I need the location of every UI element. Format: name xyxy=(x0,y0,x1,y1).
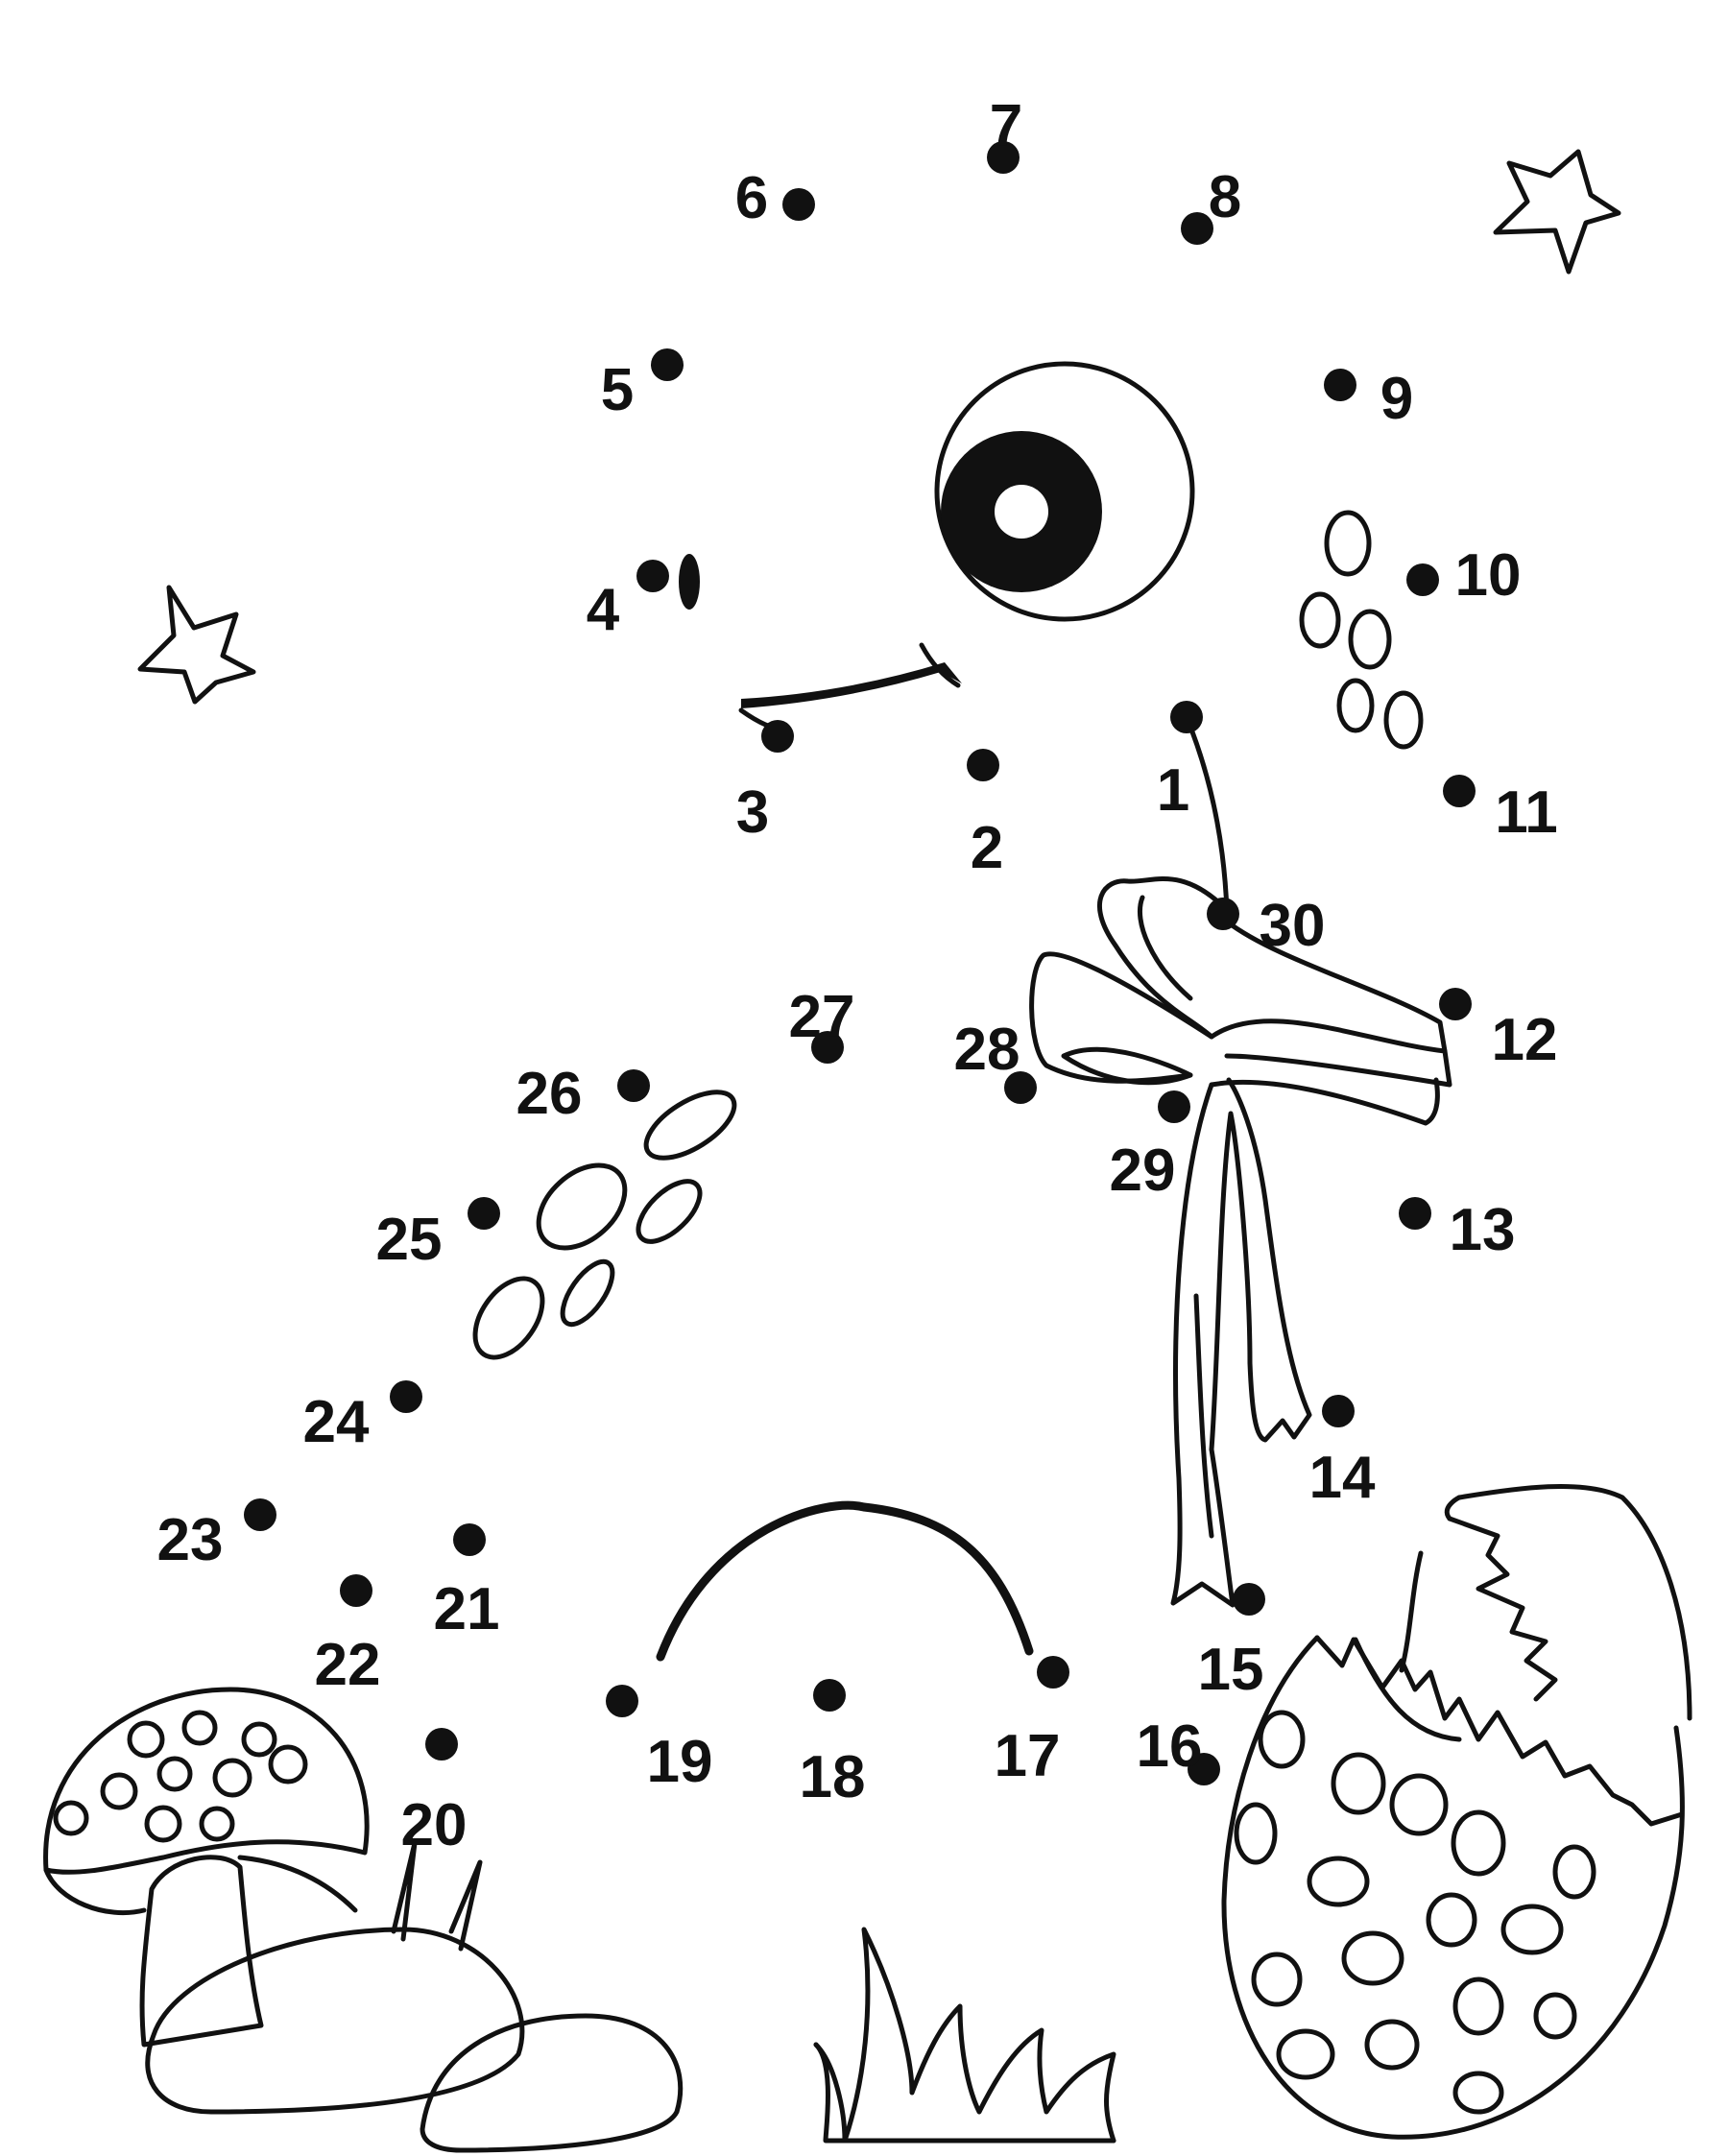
dot-number-23: 23 xyxy=(157,1507,224,1573)
dot-4[interactable] xyxy=(636,560,669,592)
dot-number-15: 15 xyxy=(1198,1637,1264,1703)
dot-22[interactable] xyxy=(340,1574,372,1607)
dot-6[interactable] xyxy=(782,188,815,221)
grass-icon xyxy=(813,1927,1116,2144)
dot-26[interactable] xyxy=(617,1069,650,1102)
ribbon-bow-icon xyxy=(1029,714,1452,1608)
dot-20[interactable] xyxy=(425,1728,458,1761)
spots-icon xyxy=(1299,510,1424,750)
dot-19[interactable] xyxy=(606,1685,638,1717)
dot-number-1: 1 xyxy=(1157,757,1189,824)
dot-9[interactable] xyxy=(1324,369,1356,401)
dot-number-26: 26 xyxy=(516,1061,583,1127)
nostril-icon xyxy=(679,554,700,610)
dot-number-11: 11 xyxy=(1495,779,1558,846)
dot-number-6: 6 xyxy=(735,165,768,231)
dot-number-12: 12 xyxy=(1492,1007,1558,1073)
dot-3[interactable] xyxy=(761,720,794,753)
dot-number-16: 16 xyxy=(1137,1713,1203,1780)
dot-number-17: 17 xyxy=(995,1723,1061,1789)
dot-number-29: 29 xyxy=(1110,1138,1176,1204)
star-icon xyxy=(137,585,256,705)
dot-29[interactable] xyxy=(1158,1090,1190,1123)
dot-number-2: 2 xyxy=(971,815,1003,881)
dot-1[interactable] xyxy=(1170,701,1203,733)
dot-23[interactable] xyxy=(244,1498,276,1531)
dot-number-19: 19 xyxy=(647,1729,713,1795)
dot-number-10: 10 xyxy=(1455,542,1522,609)
dot-2[interactable] xyxy=(967,749,999,781)
dot-5[interactable] xyxy=(651,348,684,381)
spots-icon xyxy=(472,1090,737,1360)
dot-number-28: 28 xyxy=(954,1017,1020,1083)
dot-12[interactable] xyxy=(1439,988,1472,1020)
dot-8[interactable] xyxy=(1181,212,1213,245)
rocks-icon xyxy=(145,1840,684,2153)
dot-number-18: 18 xyxy=(800,1744,866,1810)
dot-18[interactable] xyxy=(813,1679,846,1712)
dot-number-5: 5 xyxy=(601,357,634,423)
dot-number-21: 21 xyxy=(434,1576,500,1642)
dots-layer: 1234567891011121314151617181920212223242… xyxy=(157,93,1558,1858)
dot-30[interactable] xyxy=(1207,898,1239,930)
dot-number-7: 7 xyxy=(990,93,1022,159)
dot-11[interactable] xyxy=(1443,775,1476,807)
dot-number-20: 20 xyxy=(401,1792,468,1858)
mushroom-icon xyxy=(43,1687,370,2048)
dot-15[interactable] xyxy=(1233,1583,1265,1616)
dot-14[interactable] xyxy=(1322,1395,1355,1427)
dot-10[interactable] xyxy=(1406,563,1439,596)
dot-number-13: 13 xyxy=(1450,1197,1516,1263)
dot-number-25: 25 xyxy=(376,1207,443,1273)
dot-25[interactable] xyxy=(468,1197,500,1230)
dot-28[interactable] xyxy=(1004,1071,1037,1104)
dot-number-4: 4 xyxy=(587,577,620,643)
cracked-egg-icon xyxy=(1221,1483,1692,2140)
star-icon xyxy=(1493,149,1621,275)
arch-line xyxy=(656,1500,1034,1662)
dot-number-22: 22 xyxy=(315,1632,381,1698)
dot-21[interactable] xyxy=(453,1523,486,1556)
dot-24[interactable] xyxy=(390,1380,422,1413)
dot-number-3: 3 xyxy=(736,779,769,846)
dot-27[interactable] xyxy=(811,1031,844,1064)
dot-7[interactable] xyxy=(987,141,1020,174)
dot-number-27: 27 xyxy=(789,984,855,1050)
dot-number-8: 8 xyxy=(1209,164,1241,230)
dot-17[interactable] xyxy=(1037,1656,1069,1689)
dot-16[interactable] xyxy=(1188,1753,1220,1785)
dot-number-9: 9 xyxy=(1380,366,1413,432)
dot-number-14: 14 xyxy=(1309,1445,1376,1511)
dot-number-30: 30 xyxy=(1260,893,1326,959)
dot-number-24: 24 xyxy=(303,1389,370,1455)
smile-icon xyxy=(738,642,962,732)
dot-13[interactable] xyxy=(1399,1197,1431,1230)
eye-icon xyxy=(934,361,1195,622)
